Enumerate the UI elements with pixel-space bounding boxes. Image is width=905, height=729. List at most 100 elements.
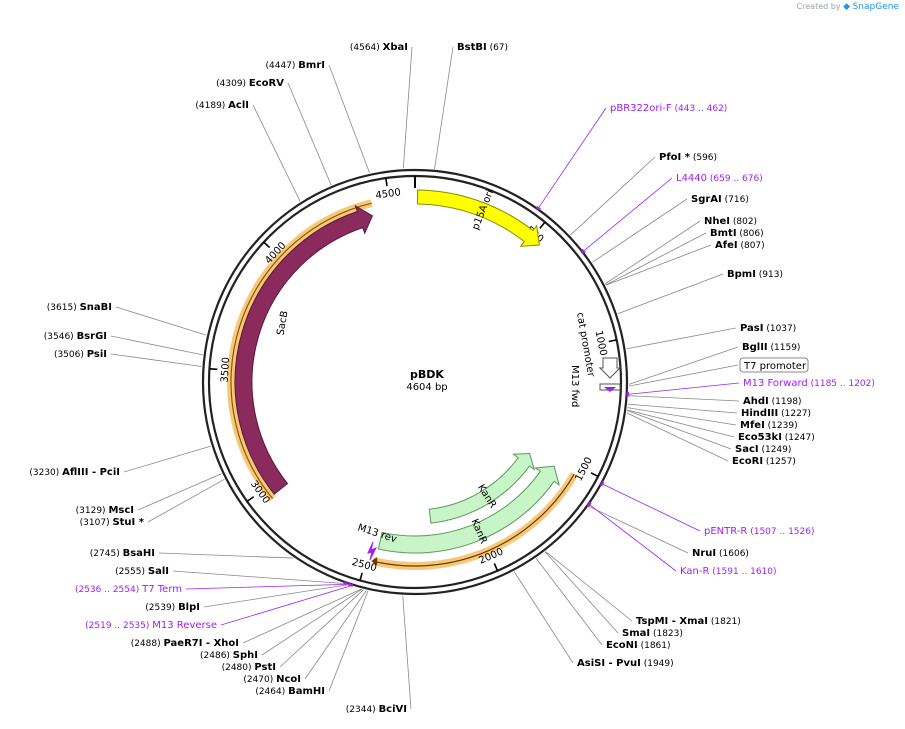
backbone-outer-ring [201, 168, 629, 596]
enzyme-name: SnaBI [80, 302, 112, 313]
primer-label-m13-reverse: (2519 .. 2535) M13 Reverse [85, 620, 217, 631]
leader-primer-kan-r [589, 504, 677, 572]
enzyme-label-bsahi-32: (2745) BsaHI [90, 548, 155, 559]
enzyme-name: BlpI [178, 602, 200, 613]
enzyme-position: (913) [756, 270, 783, 280]
enzyme-name: MscI [108, 505, 134, 516]
enzyme-label-acli-4: (4189) AclI [195, 100, 249, 111]
cat-promoter-arrow-icon [598, 357, 622, 379]
watermark-prefix: Created by [796, 2, 841, 11]
leader-bsahi-32 [158, 552, 294, 559]
enzyme-position: (1949) [641, 659, 674, 669]
enzyme-position: (1227) [778, 409, 811, 419]
leader-hindiii-14 [627, 403, 738, 414]
primer-site-l4440 [580, 248, 586, 254]
tick-mark-1500 [590, 472, 599, 478]
primer-range: (1507 .. 1526) [747, 527, 814, 537]
primer-label-pentr-r: pENTR-R (1507 .. 1526) [704, 526, 815, 537]
enzyme-label-bstbi-1: BstBI (67) [457, 42, 508, 53]
leader-xbai-0 [402, 46, 413, 169]
feature-label-sacb-outer: SacB [275, 310, 290, 337]
m13-rev-primer-icon [367, 541, 378, 561]
enzyme-position: (3129) [76, 506, 109, 516]
enzyme-name: StuI * [112, 517, 144, 528]
kanr-highlight-arrowhead [371, 557, 378, 566]
enzyme-position: (3546) [44, 332, 77, 342]
enzyme-name: PasI [740, 323, 763, 334]
t7-promoter-label: T7 promoter [743, 361, 807, 372]
enzyme-label-msci-34: (3129) MscI [76, 505, 134, 516]
leader-ecori-18 [626, 412, 729, 462]
enzyme-name: SphI [233, 650, 258, 661]
leader-afliii-pcii-35 [123, 445, 211, 473]
m13-fwd-primer-icon [604, 387, 616, 392]
leader-pfoi--5 [570, 156, 656, 236]
leader-psii-36 [110, 353, 202, 367]
primer-range: (659 .. 676) [707, 174, 763, 184]
leader-pasi-11 [626, 327, 737, 350]
leader-smai-21 [544, 551, 619, 634]
tick-label-4500: 4500 [375, 187, 402, 201]
enzyme-name: EcoRV [249, 78, 284, 89]
enzyme-position: (4309) [216, 79, 249, 89]
watermark-brand: SnapGene [852, 2, 899, 12]
enzyme-label-sphi-28: (2486) SphI [200, 650, 258, 661]
plasmid-size: 4604 bp [406, 382, 447, 393]
leader-primer-t7-term [185, 583, 346, 590]
enzyme-label-bglii-12: BglII (1159) [742, 342, 800, 353]
enzyme-label-afei-9: AfeI (807) [715, 240, 765, 251]
features: p15A oriKanRKanRSacBSacB [234, 188, 560, 554]
enzyme-position: (807) [738, 241, 765, 251]
enzyme-name: Eco53kI [738, 432, 782, 443]
plasmid-name: pBDK [410, 368, 444, 381]
primer-range: (1185 .. 1202) [808, 379, 875, 389]
primer-range: (2536 .. 2554) [75, 585, 142, 595]
enzyme-name: BmtI [710, 228, 737, 239]
enzyme-position: (1159) [768, 343, 801, 353]
enzyme-label-ecorv-3: (4309) EcoRV [216, 78, 284, 89]
enzyme-position: (3107) [80, 518, 113, 528]
leader-msci-34 [137, 473, 222, 511]
leader-nhei-7 [604, 220, 701, 285]
enzyme-label-blpi-30: (2539) BlpI [145, 602, 200, 613]
leader-eco53ki-16 [627, 409, 735, 438]
enzyme-label-pasi-11: PasI (1037) [740, 323, 796, 334]
promoter-marks [367, 357, 622, 561]
enzyme-name: SgrAI [691, 194, 722, 205]
leader-afei-9 [605, 244, 712, 286]
primer-site-t7-term [343, 581, 349, 586]
primer-name: M13 Forward [743, 378, 808, 389]
leader-snabi-38 [115, 306, 207, 336]
leader-asisi-pvui-23 [513, 571, 574, 664]
leader-lines [110, 46, 740, 710]
enzyme-name: AfeI [715, 240, 738, 251]
enzyme-name: AsiSI - PvuI [577, 658, 641, 669]
tick-mark-3000 [246, 496, 255, 503]
primer-site-kan-r [586, 501, 592, 508]
primer-range: (2519 .. 2535) [85, 621, 152, 631]
enzyme-name: BglII [742, 342, 768, 353]
enzyme-name: BsrGI [77, 331, 107, 342]
primer-label-pbr322ori-f: pBR322ori-F (443 .. 462) [610, 103, 727, 114]
enzyme-label-psii-36: (3506) PsiI [54, 349, 107, 360]
enzyme-name: PaeR7I - XhoI [163, 638, 239, 649]
enzyme-name: AclI [228, 100, 249, 111]
tick-mark-500 [539, 221, 546, 229]
t7-promoter-box [739, 357, 809, 373]
feature-p15a [416, 189, 540, 247]
enzyme-name: SmaI [622, 628, 650, 639]
primer-label-l4440: L4440 (659 .. 676) [676, 173, 763, 184]
enzyme-position: (3230) [29, 468, 62, 478]
primer-site-pentr-r [599, 481, 605, 487]
enzyme-position: (806) [737, 229, 764, 239]
enzyme-position: (2486) [200, 651, 233, 661]
leader-mfei-15 [627, 407, 737, 426]
primer-name: pENTR-R [704, 526, 747, 537]
enzyme-position: (2470) [243, 675, 276, 685]
leader-primer-l4440 [583, 177, 673, 252]
enzyme-label-saci-17: SacI (1249) [735, 444, 791, 455]
enzyme-label-eco53ki-16: Eco53kI (1247) [738, 432, 815, 443]
enzyme-name: BmrI [298, 60, 325, 71]
enzyme-position: (67) [487, 43, 508, 53]
